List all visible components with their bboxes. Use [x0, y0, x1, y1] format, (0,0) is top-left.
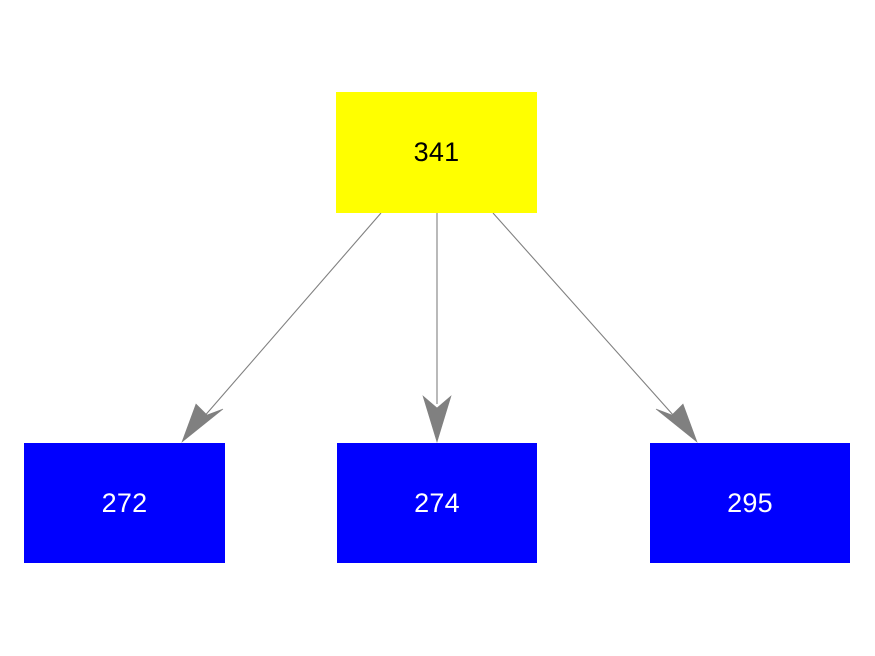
graph-node-child-1-label: 272: [101, 487, 148, 518]
arrowhead-root-child3: [655, 403, 698, 443]
arrowhead-root-child2: [422, 395, 452, 444]
edge-line-root-child3: [492, 212, 691, 435]
edge-group-root-to-child3: [492, 212, 698, 443]
edge-group-root-to-child1: [181, 212, 382, 443]
graph-node-root-label: 341: [413, 137, 460, 167]
graph-node-child-2-label: 274: [414, 487, 460, 518]
graph-node-child-3-label: 295: [727, 487, 773, 518]
graph-node-child-1[interactable]: 272: [24, 443, 225, 563]
arrowhead-root-child1: [181, 403, 224, 443]
graph-node-child-2[interactable]: 274: [337, 443, 537, 563]
edge-line-root-child1: [188, 212, 382, 435]
graph-node-root[interactable]: 341: [336, 92, 537, 213]
edge-group-root-to-child2: [422, 213, 452, 444]
graph-node-child-3[interactable]: 295: [650, 443, 850, 563]
